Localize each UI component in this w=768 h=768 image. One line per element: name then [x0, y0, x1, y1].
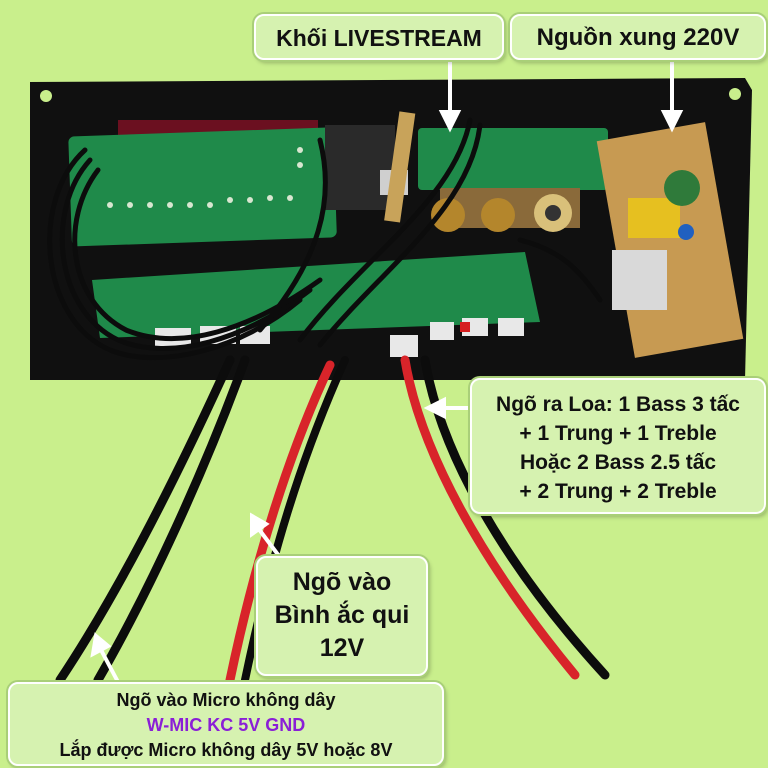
- mounting-hole-right: [729, 88, 741, 100]
- power-supply-callout: Nguồn xung 220V: [510, 14, 766, 60]
- speaker-output-line-3: Hoặc 2 Bass 2.5 tấc: [519, 451, 717, 474]
- mic-input-pinout: W-MIC KC 5V GND: [146, 715, 306, 735]
- speaker-output-line-4: + 2 Trung + 2 Treble: [519, 480, 717, 503]
- potentiometer-2: [481, 198, 515, 232]
- power-supply-label: Nguồn xung 220V: [536, 24, 740, 51]
- transformer-yellow: [628, 198, 680, 238]
- heatsink: [612, 250, 667, 310]
- mic-input-callout: Ngõ vào Micro không dây W-MIC KC 5V GND …: [8, 682, 444, 766]
- capacitor: [664, 170, 700, 206]
- mic-input-line-3: Lắp được Micro không dây 5V hoặc 8V: [59, 740, 393, 760]
- livestream-pcb: [418, 128, 608, 190]
- main-amplifier-pcb: [92, 252, 540, 338]
- mic-input-line-1: Ngõ vào Micro không dây: [116, 690, 336, 710]
- left-control-pcb: [68, 127, 337, 247]
- black-wire-bundle: [47, 117, 603, 361]
- potentiometer-1: [431, 198, 465, 232]
- livestream-callout: Khối LIVESTREAM: [254, 14, 504, 60]
- speaker-output-line-2: + 1 Trung + 1 Treble: [519, 422, 717, 445]
- livestream-label: Khối LIVESTREAM: [276, 25, 482, 51]
- battery-input-line-3: 12V: [319, 634, 365, 662]
- battery-input-callout: Ngõ vào Bình ắc qui 12V: [256, 556, 428, 676]
- battery-input-line-1: Ngõ vào: [292, 568, 392, 596]
- left-pcb-pads: [107, 147, 303, 208]
- speaker-output-callout: Ngõ ra Loa: 1 Bass 3 tấc + 1 Trung + 1 T…: [470, 378, 766, 514]
- audio-jack-module: [325, 125, 395, 210]
- battery-input-line-2: Bình ắc qui: [274, 601, 410, 629]
- speaker-output-line-1: Ngõ ra Loa: 1 Bass 3 tấc: [496, 393, 740, 416]
- mounting-hole-left: [40, 90, 52, 102]
- callout-arrows: [90, 60, 684, 683]
